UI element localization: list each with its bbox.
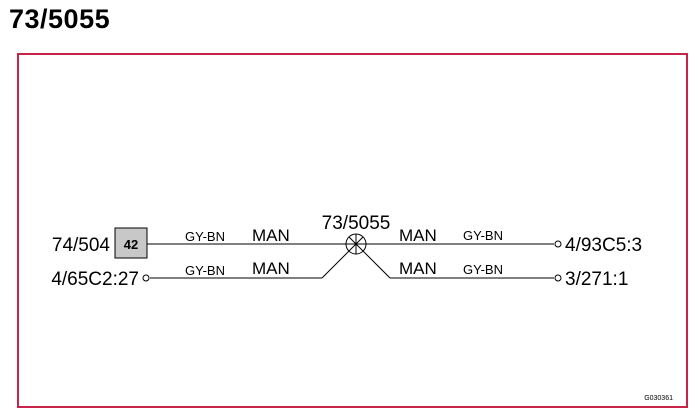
terminal-right-bottom: 3/271:1 (565, 269, 628, 290)
wire-color-right-top: GY-BN (463, 228, 503, 243)
wire-color-left-bottom: GY-BN (185, 263, 225, 278)
page-title: 73/5055 (9, 4, 111, 34)
pin-box-label: 42 (124, 237, 138, 252)
wire-color-right-bottom: GY-BN (463, 262, 503, 277)
diagram-frame (17, 53, 688, 408)
terminal-right-top: 4/93C5:3 (565, 235, 642, 256)
drawing-code: G030361 (644, 395, 673, 402)
terminal-right-bottom-icon (554, 274, 562, 282)
wire-type-right-bottom: MAN (399, 259, 437, 278)
wire-type-right-top: MAN (399, 226, 437, 245)
splice-icon (345, 233, 367, 255)
wire-left-bottom-diag (321, 250, 350, 279)
wire-type-left-bottom: MAN (252, 259, 290, 278)
splice-label: 73/5055 (322, 213, 391, 234)
wire-right-bottom-diag (362, 250, 391, 279)
terminal-left-bottom-icon (142, 274, 150, 282)
wire-type-left-top: MAN (252, 226, 290, 245)
terminal-left-bottom: 4/65C2:27 (51, 269, 139, 290)
terminal-right-top-icon (554, 240, 562, 248)
wire-color-left-top: GY-BN (185, 229, 225, 244)
terminal-left-top: 74/504 (52, 235, 111, 256)
pin-box (114, 227, 148, 259)
